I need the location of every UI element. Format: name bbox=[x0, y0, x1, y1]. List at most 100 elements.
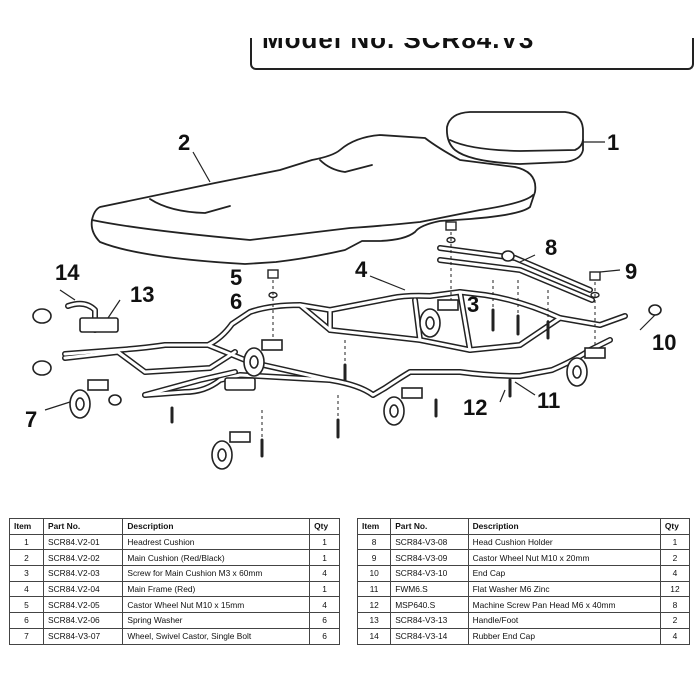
callout-6: 6 bbox=[230, 289, 242, 314]
col-description: Description bbox=[467, 518, 661, 535]
castor-wheel-2 bbox=[211, 431, 251, 470]
cell-qty: 4 bbox=[309, 596, 340, 614]
cell-qty: 2 bbox=[659, 612, 691, 629]
cell-description: Castor Wheel Nut M10 x 15mm bbox=[122, 596, 311, 614]
cell-item: 6 bbox=[8, 612, 45, 629]
cell-item: 14 bbox=[356, 627, 392, 645]
callout-10: 10 bbox=[652, 330, 676, 355]
cell-item: 11 bbox=[356, 580, 392, 598]
headrest-cushion-edge bbox=[449, 139, 584, 152]
cell-qty: 12 bbox=[659, 580, 691, 598]
castor-wheel-5 bbox=[419, 299, 459, 338]
castor-wheel-3 bbox=[243, 339, 283, 377]
cell-qty: 6 bbox=[309, 612, 340, 629]
cell-description: Castor Wheel Nut M10 x 20mm bbox=[467, 549, 661, 567]
cell-description: Head Cushion Holder bbox=[467, 533, 661, 551]
cell-part-no: SCR84.V2-02 bbox=[43, 549, 124, 567]
callout-13: 13 bbox=[130, 282, 154, 307]
cell-description: End Cap bbox=[467, 565, 661, 582]
cell-qty: 4 bbox=[309, 565, 340, 582]
cell-part-no: SCR84-V3-10 bbox=[390, 565, 469, 582]
cell-part-no: SCR84-V3-14 bbox=[390, 627, 469, 645]
castor-wheel bbox=[69, 379, 109, 419]
cell-description: Flat Washer M6 Zinc bbox=[467, 580, 661, 598]
callout-5: 5 bbox=[230, 265, 242, 290]
exploded-diagram: 1 2 3 4 5 6 7 8 9 10 11 12 13 14 bbox=[25, 111, 676, 470]
callout-14: 14 bbox=[55, 260, 80, 285]
callout-2: 2 bbox=[178, 130, 190, 155]
cell-description: Handle/Foot bbox=[467, 612, 661, 629]
callout-4: 4 bbox=[355, 257, 368, 282]
rubber-end-cap-3 bbox=[108, 394, 122, 406]
cell-description: Main Cushion (Red/Black) bbox=[122, 549, 311, 567]
cell-part-no: SCR84.V2-01 bbox=[43, 533, 124, 551]
headrest-cushion bbox=[446, 111, 584, 165]
cell-qty: 8 bbox=[659, 596, 691, 614]
rubber-end-cap-2 bbox=[32, 360, 52, 376]
cell-item: 13 bbox=[356, 612, 392, 629]
callout-11: 11 bbox=[537, 388, 560, 413]
cell-part-no: SCR84.V2-06 bbox=[43, 612, 124, 629]
castor-nut-2 bbox=[589, 271, 601, 281]
cell-part-no: SCR84.V2-03 bbox=[43, 565, 124, 582]
cell-part-no: SCR84-V3-09 bbox=[390, 549, 469, 567]
cell-description: Screw for Main Cushion M3 x 60mm bbox=[122, 565, 311, 582]
main-cushion-fold bbox=[319, 159, 373, 173]
rubber-end-cap bbox=[32, 308, 52, 324]
col-description: Description bbox=[122, 518, 311, 535]
col-part-no: Part No. bbox=[43, 518, 124, 535]
model-number-title: Model No. SCR84.V3 bbox=[262, 38, 535, 54]
cell-description: Spring Washer bbox=[122, 612, 311, 629]
end-cap bbox=[648, 304, 662, 316]
callout-8: 8 bbox=[545, 235, 557, 260]
callout-7: 7 bbox=[25, 407, 37, 432]
cell-qty: 1 bbox=[309, 549, 340, 567]
cell-item: 2 bbox=[8, 549, 45, 567]
callout-3: 3 bbox=[467, 292, 479, 317]
cell-description: Wheel, Swivel Castor, Single Bolt bbox=[122, 627, 311, 645]
main-cushion-fold-2 bbox=[149, 198, 231, 214]
cell-description: Main Frame (Red) bbox=[122, 580, 311, 598]
cell-item: 8 bbox=[356, 533, 392, 551]
castor-wheel-6 bbox=[566, 347, 606, 387]
cell-item: 12 bbox=[356, 596, 392, 614]
col-qty: Qty bbox=[659, 518, 691, 535]
model-number-box: Model No. SCR84.V3 bbox=[250, 38, 694, 70]
cell-part-no: SCR84-V3-07 bbox=[43, 627, 124, 645]
table-header-row: Item Part No. Description Qty bbox=[8, 518, 340, 535]
cell-qty: 1 bbox=[309, 580, 340, 598]
cell-part-no: SCR84-V3-08 bbox=[390, 533, 469, 551]
cell-description: Machine Screw Pan Head M6 x 40mm bbox=[467, 596, 661, 614]
callout-12: 12 bbox=[463, 395, 487, 420]
cell-part-no: MSP640.S bbox=[390, 596, 469, 614]
cell-item: 1 bbox=[8, 533, 45, 551]
cell-item: 4 bbox=[8, 580, 45, 598]
cell-qty: 1 bbox=[659, 533, 691, 551]
cell-item: 5 bbox=[8, 596, 45, 614]
cell-qty: 1 bbox=[309, 533, 340, 551]
cell-item: 7 bbox=[8, 627, 45, 645]
cell-qty: 4 bbox=[659, 627, 691, 645]
cell-part-no: FWM6.S bbox=[390, 580, 469, 598]
main-cushion-top-edge bbox=[91, 194, 534, 241]
cell-part-no: SCR84.V2-05 bbox=[43, 596, 124, 614]
castor-nut bbox=[267, 269, 279, 279]
cell-description: Rubber End Cap bbox=[467, 627, 661, 645]
cell-part-no: SCR84.V2-04 bbox=[43, 580, 124, 598]
end-cap-2 bbox=[501, 250, 515, 262]
col-item: Item bbox=[356, 518, 392, 535]
castor-nut-3 bbox=[445, 221, 457, 231]
callout-9: 9 bbox=[625, 259, 637, 284]
col-part-no: Part No. bbox=[390, 518, 469, 535]
cell-qty: 4 bbox=[659, 565, 691, 582]
